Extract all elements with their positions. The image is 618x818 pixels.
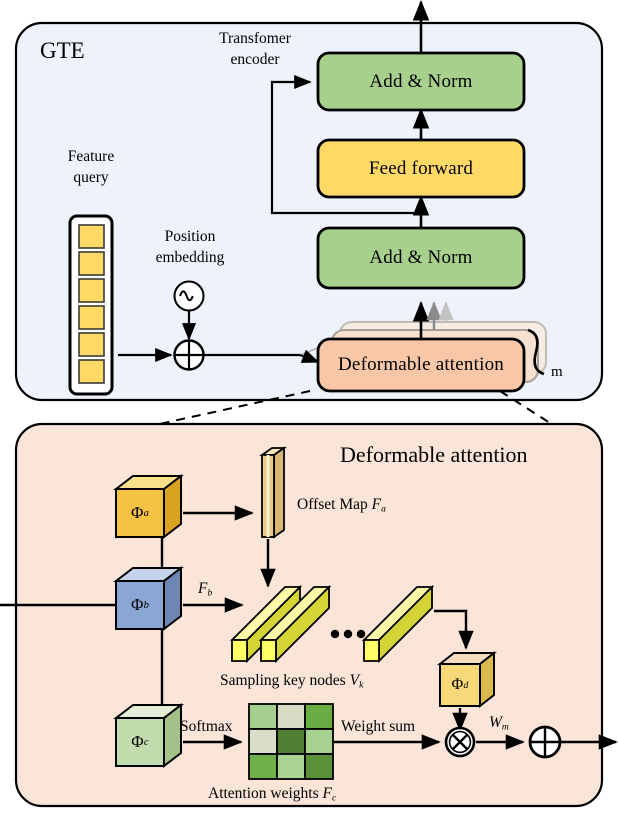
sampling-bar-3 (361, 584, 435, 664)
circle-plus-icon-gte (173, 339, 205, 371)
wm-label: Wm (489, 714, 509, 733)
deformable-attention-label: Deformable attention (338, 354, 504, 375)
feature-query-stack (68, 214, 114, 396)
position-embedding-label-line2: embedding (155, 249, 225, 266)
offset-map-caption-text: Offset Map (297, 496, 372, 513)
sampling-caption: Sampling key nodes Vk (220, 672, 363, 691)
sampling-bar-2 (258, 584, 332, 664)
fb-label: Fb (198, 580, 212, 599)
wm-symbol-sub: m (501, 721, 509, 733)
sampling-caption-text: Sampling key nodes (220, 672, 350, 689)
phi-d-cube (437, 650, 497, 709)
phi-c-base: Φ (131, 732, 144, 751)
phi-b-cube (113, 565, 184, 632)
fb-symbol: F (198, 580, 208, 597)
phi-d-base: Φ (451, 676, 464, 693)
circle-times-icon (444, 726, 476, 758)
phi-b-base: Φ (130, 595, 144, 614)
feature-query-cell (78, 251, 105, 276)
sine-wave-circle-icon (173, 280, 205, 312)
weight-sum-label: Weight sum (341, 718, 416, 735)
transformer-encoder-label-line1: Transfomer (219, 30, 291, 47)
offset-map-symbol: F (371, 496, 382, 513)
gte-panel-frame (14, 21, 604, 402)
phi-a-base: Φ (130, 503, 144, 522)
feature-query-cell (78, 332, 105, 357)
feature-query-label-line1: Feature (67, 148, 115, 165)
transformer-encoder-label-line2: encoder (230, 51, 280, 68)
stack-count-label: m (551, 364, 563, 380)
phi-c-sub: c (143, 736, 149, 748)
add-norm-bottom-label: Add & Norm (369, 247, 473, 268)
attention-weights-caption: Attention weights Fc (208, 785, 336, 804)
feature-query-cell (78, 278, 105, 303)
gte-panel (14, 21, 604, 402)
position-embedding-label-line1: Position (164, 228, 216, 245)
stack-brace (527, 328, 545, 376)
attention-weights-symbol-sub: c (332, 792, 337, 804)
attention-weights-matrix (248, 703, 334, 780)
gte-title: GTE (40, 38, 85, 63)
attention-weights-caption-text: Attention weights (208, 785, 323, 802)
feature-query-cell (78, 359, 105, 384)
feed-forward-label: Feed forward (368, 157, 474, 179)
offset-map-symbol-sub: a (381, 503, 386, 515)
add-norm-top-label: Add & Norm (369, 70, 473, 92)
offset-map-slab (259, 446, 287, 539)
softmax-label: Softmax (180, 718, 233, 735)
phi-c-cube (113, 702, 184, 769)
phi-a-sub: a (143, 507, 150, 519)
phi-d-sub: d (463, 679, 469, 691)
feature-query-cell (78, 305, 105, 330)
phi-b-sub: b (143, 599, 150, 611)
deformable-panel-title: Deformable attention (340, 442, 528, 467)
fb-symbol-sub: b (207, 587, 213, 599)
sampling-ellipsis-icon (330, 629, 366, 639)
sampling-to-phi-d-arrow (434, 609, 474, 650)
wm-symbol: W (489, 714, 502, 731)
circle-plus-icon-deformable (528, 725, 562, 759)
offset-map-caption: Offset Map Fa (297, 496, 386, 515)
residual-skip-connection (270, 74, 421, 215)
attention-weights-symbol: F (322, 785, 332, 802)
feature-query-label-line2: query (73, 169, 109, 186)
phi-a-cube (113, 473, 184, 540)
feature-query-cell (78, 224, 105, 249)
sampling-caption-symbol-sub: k (359, 679, 364, 691)
sampling-caption-symbol: V (349, 672, 360, 689)
